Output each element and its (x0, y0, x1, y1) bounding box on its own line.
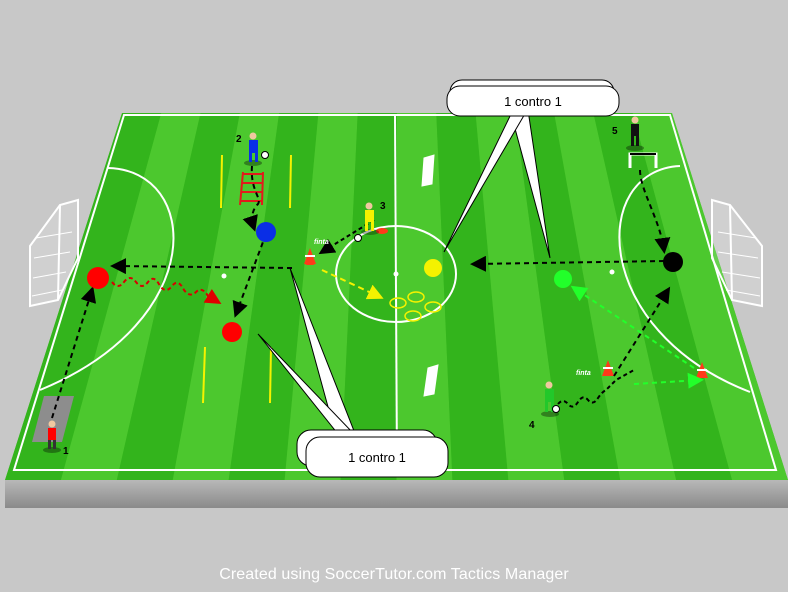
red-disc-start (87, 267, 109, 289)
player-2-number: 2 (236, 134, 242, 145)
player-3-number: 3 (380, 201, 386, 212)
mini-goal-top (421, 154, 435, 187)
grass-stripe (475, 113, 565, 480)
cone-flat (376, 228, 388, 234)
finta-label-left: finta (314, 239, 329, 246)
callout-top: 1 contro 1 (443, 79, 620, 259)
player-4: 4 (529, 381, 560, 431)
grass-stripe (554, 113, 677, 480)
grass-stripe (436, 113, 509, 480)
player-5: 5 (612, 116, 644, 151)
player-2: 2 (236, 132, 269, 166)
channel-markers (202, 154, 292, 404)
right-spot (609, 269, 615, 275)
callout-top-text: 1 contro 1 (504, 94, 562, 109)
blue-disc (256, 222, 276, 242)
left-goal (29, 198, 79, 308)
movement-paths (51, 165, 704, 419)
finta-label-right: finta (576, 370, 591, 377)
player-1-number: 1 (63, 446, 69, 457)
red-disc-end (222, 322, 242, 342)
grass-stripe (228, 113, 319, 480)
left-spot (221, 273, 227, 279)
target-rings (389, 291, 442, 322)
player-5-number: 5 (612, 126, 618, 137)
cone-left (304, 248, 316, 265)
player-3: 3 (354, 201, 386, 242)
speed-ladder (239, 171, 264, 206)
center-spot (393, 271, 399, 277)
grass-stripe (116, 113, 240, 480)
green-disc (554, 270, 572, 288)
player-4-number: 4 (529, 420, 535, 431)
mini-goal-bottom (423, 364, 439, 397)
yellow-disc (424, 259, 442, 277)
right-goal (711, 198, 763, 308)
callout-bottom-text: 1 contro 1 (348, 450, 406, 465)
black-disc (663, 252, 683, 272)
grass-stripe (632, 113, 788, 480)
grass-stripe (172, 113, 280, 480)
start-zone (32, 396, 74, 442)
footer-credit: Created using SoccerTutor.com Tactics Ma… (219, 566, 569, 583)
player-1: 1 (43, 420, 69, 457)
callout-bottom: 1 contro 1 (257, 267, 449, 478)
cone-right-1 (602, 360, 614, 376)
